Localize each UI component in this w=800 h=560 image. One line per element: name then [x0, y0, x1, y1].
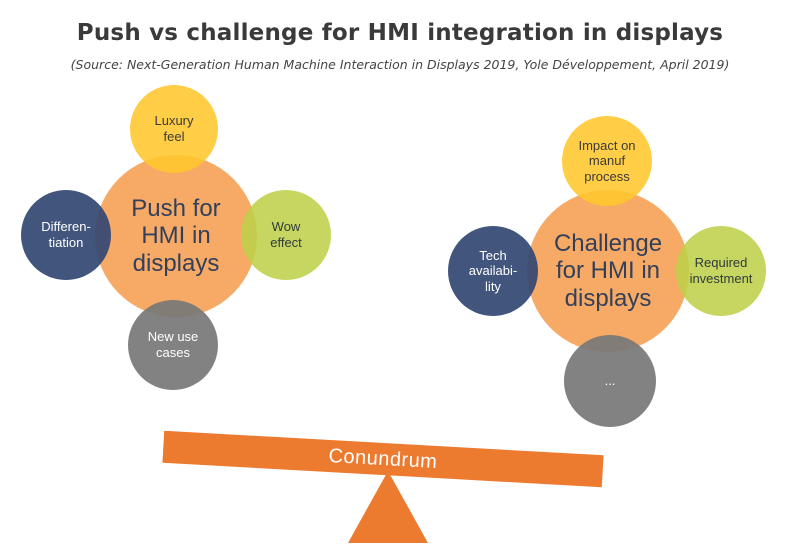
push-center-label: Push for HMI in displays — [131, 194, 221, 277]
push-left-label: Differen-tiation — [41, 219, 91, 250]
push-bottom-label: New use cases — [147, 329, 199, 360]
challenge-center-circle: Challenge for HMI in displays — [527, 190, 689, 352]
push-bottom-circle: New use cases — [128, 300, 218, 390]
source-note: (Source: Next-Generation Human Machine I… — [70, 57, 730, 72]
balance-fulcrum — [348, 471, 428, 543]
challenge-top-circle: Impact on manuf process — [562, 116, 652, 206]
push-center-circle: Push for HMI in displays — [95, 155, 257, 317]
challenge-left-circle: Tech availabi-lity — [448, 226, 538, 316]
challenge-top-label: Impact on manuf process — [578, 137, 636, 184]
challenge-bottom-circle: ... — [564, 335, 656, 427]
challenge-bottom-label: ... — [604, 373, 616, 389]
challenge-right-circle: Required investment — [676, 226, 766, 316]
challenge-right-label: Required investment — [689, 255, 753, 286]
page-title: Push vs challenge for HMI integration in… — [76, 20, 724, 46]
push-right-circle: Wow effect — [241, 190, 331, 280]
push-left-circle: Differen-tiation — [21, 190, 111, 280]
push-right-label: Wow effect — [270, 219, 302, 250]
push-top-circle: Luxury feel — [130, 85, 218, 173]
challenge-left-label: Tech availabi-lity — [468, 247, 518, 294]
challenge-center-label: Challenge for HMI in displays — [553, 229, 663, 312]
balance-beam-label: Conundrum — [327, 444, 439, 473]
push-top-label: Luxury feel — [154, 113, 194, 144]
